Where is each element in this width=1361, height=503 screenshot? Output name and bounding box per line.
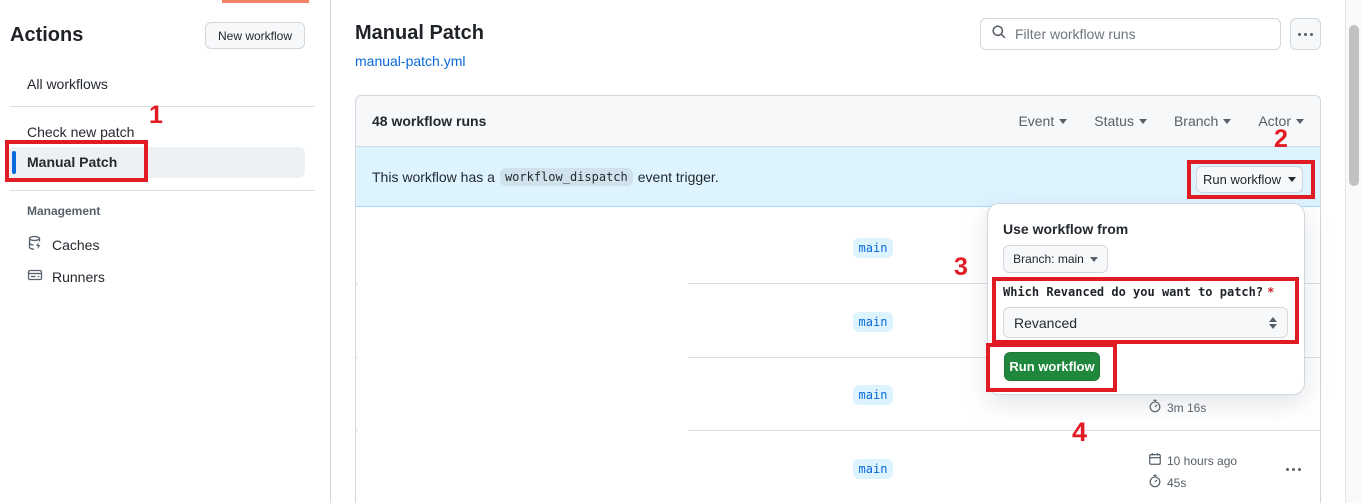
sidebar-item-manual-patch-label: Manual Patch <box>27 154 118 170</box>
runs-filters: Event Status Branch Actor <box>1018 113 1304 129</box>
management-section-header: Management <box>27 204 101 218</box>
row-divider <box>356 430 1320 431</box>
filter-status[interactable]: Status <box>1094 113 1147 129</box>
stopwatch-icon <box>1148 399 1162 416</box>
new-workflow-button[interactable]: New workflow <box>205 22 305 49</box>
chevron-down-icon <box>1288 177 1297 182</box>
sidebar-item-runners[interactable]: Runners <box>27 267 105 286</box>
filter-actor[interactable]: Actor <box>1258 113 1304 129</box>
loading-bar <box>222 0 309 3</box>
run-workflow-dropdown-button[interactable]: Run workflow <box>1196 166 1303 193</box>
revanced-select[interactable]: Revanced <box>1003 307 1288 338</box>
sidebar-divider <box>10 106 315 107</box>
annotation-number-1: 1 <box>149 101 163 129</box>
row-divider <box>356 357 1320 358</box>
select-updown-icon <box>1269 316 1277 329</box>
run-date: 10 hours ago <box>1148 452 1237 469</box>
page-title: Manual Patch <box>355 22 484 44</box>
stopwatch-icon <box>1148 474 1162 491</box>
sidebar-item-caches[interactable]: Caches <box>27 235 99 254</box>
sidebar-item-runners-label: Runners <box>52 268 105 285</box>
runs-panel-header: 48 workflow runs Event Status Branch Act… <box>356 96 1320 147</box>
kebab-icon <box>1298 32 1313 36</box>
annotation-number-4: 4 <box>1072 417 1088 447</box>
sidebar-item-check-new-patch[interactable]: Check new patch <box>27 124 135 140</box>
runners-icon <box>27 267 43 286</box>
chevron-down-icon <box>1138 118 1147 124</box>
run-workflow-submit-button[interactable]: Run workflow <box>1004 352 1100 381</box>
branch-badge[interactable]: main <box>853 238 893 258</box>
sidebar-item-manual-patch[interactable] <box>8 147 305 178</box>
run-duration: 45s <box>1148 474 1186 491</box>
chevron-down-icon <box>1059 118 1068 124</box>
sidebar-item-all-workflows[interactable]: All workflows <box>27 76 108 92</box>
filter-runs-search[interactable] <box>980 18 1281 50</box>
page-options-kebab-button[interactable] <box>1290 18 1321 50</box>
page-scrollbar[interactable] <box>1345 0 1361 503</box>
branch-badge[interactable]: main <box>853 385 893 405</box>
banner-text-after: event trigger. <box>637 168 719 185</box>
run-options-kebab-button[interactable] <box>1281 462 1305 476</box>
filter-event[interactable]: Event <box>1018 113 1068 129</box>
required-asterisk: * <box>1267 285 1275 299</box>
branch-selector-button[interactable]: Branch: main <box>1003 245 1108 273</box>
branch-badge[interactable]: main <box>853 459 893 479</box>
selected-indicator-bar <box>12 151 16 174</box>
sidebar-item-caches-label: Caches <box>52 236 100 253</box>
workflow-file-link[interactable]: manual-patch.yml <box>355 53 466 69</box>
annotation-number-2: 2 <box>1274 125 1288 153</box>
filter-branch[interactable]: Branch <box>1174 113 1232 129</box>
chevron-down-icon <box>1296 118 1304 124</box>
run-duration: 3m 16s <box>1148 399 1206 416</box>
sidebar-divider-vertical <box>330 0 331 503</box>
annotation-number-3: 3 <box>954 253 968 281</box>
workflow-dispatch-banner: This workflow has a workflow_dispatch ev… <box>356 147 1320 207</box>
chevron-down-icon <box>1223 118 1232 124</box>
workflow-runs-count: 48 workflow runs <box>372 113 487 129</box>
branch-badge[interactable]: main <box>853 312 893 332</box>
redacted-run-titles <box>358 209 688 503</box>
dropdown-title: Use workflow from <box>1003 221 1129 237</box>
scrollbar-thumb[interactable] <box>1349 25 1359 186</box>
row-divider <box>356 283 1320 284</box>
chevron-down-icon <box>1089 256 1098 262</box>
workflow-input-label: Which Revanced do you want to patch?* <box>1003 285 1275 299</box>
cache-icon <box>27 235 43 254</box>
banner-code-chip: workflow_dispatch <box>499 167 633 186</box>
search-icon <box>991 24 1007 45</box>
search-input[interactable] <box>1015 26 1270 42</box>
sidebar-divider <box>10 190 315 191</box>
sidebar-title: Actions <box>10 24 84 46</box>
calendar-icon <box>1148 452 1162 469</box>
banner-text-before: This workflow has a <box>372 168 495 185</box>
